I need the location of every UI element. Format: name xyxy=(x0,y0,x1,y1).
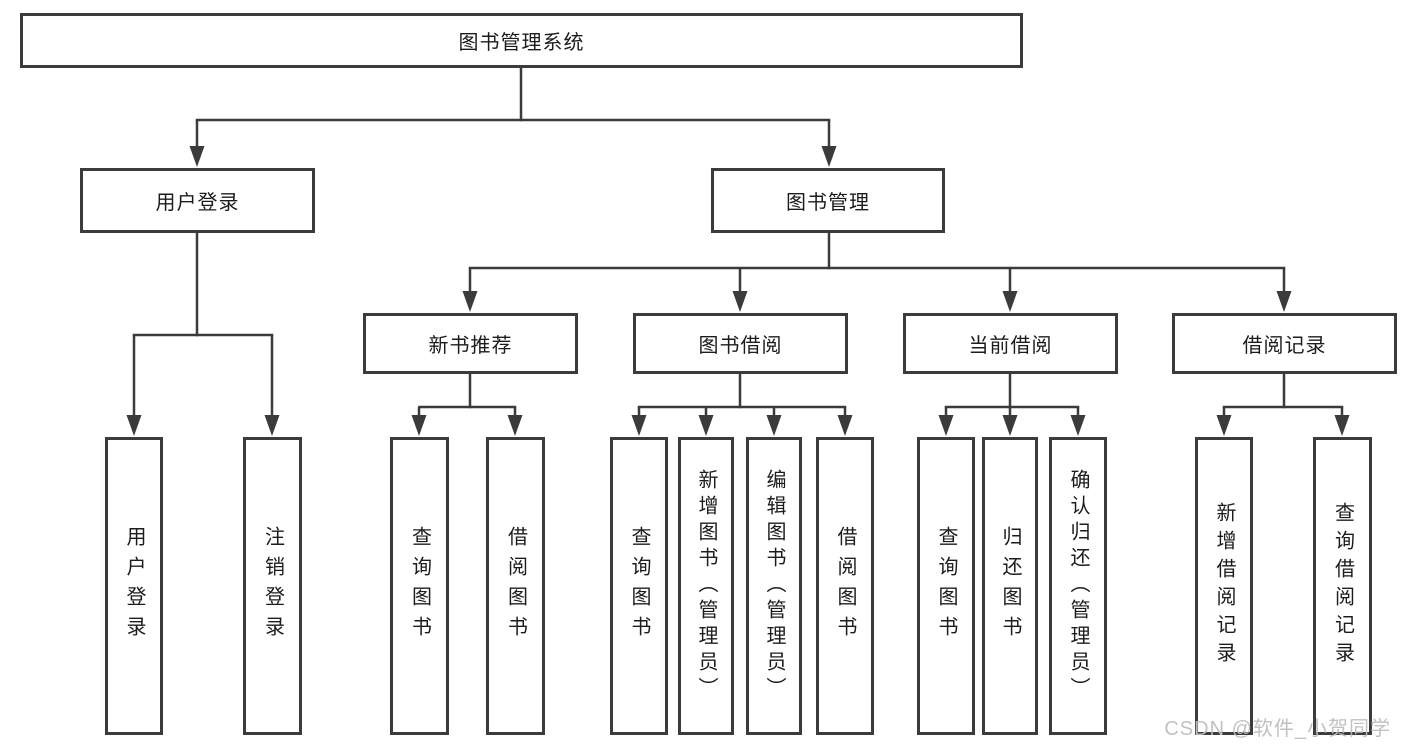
leaf-query-books-recommend: 查询图书 xyxy=(390,437,449,735)
node-new-book-recommendation: 新书推荐 xyxy=(363,313,578,374)
node-label: 图书借阅 xyxy=(698,335,783,357)
node-current-borrowing: 当前借阅 xyxy=(903,313,1118,374)
leaf-user-login: 用户登录 xyxy=(105,437,163,735)
node-label: 借阅记录 xyxy=(1242,335,1327,357)
node-label: 查询图书 xyxy=(628,526,650,646)
node-label: 编辑图书（管理员） xyxy=(763,469,785,703)
node-label: 用户登录 xyxy=(123,526,145,646)
leaf-logout: 注销登录 xyxy=(243,437,302,735)
node-label: 查询图书 xyxy=(935,526,957,646)
node-label: 查询借阅记录 xyxy=(1331,502,1354,670)
node-label: 新书推荐 xyxy=(428,335,513,357)
node-label: 用户登录 xyxy=(155,192,240,214)
leaf-return-book: 归还图书 xyxy=(982,437,1038,735)
node-borrowing-records: 借阅记录 xyxy=(1172,313,1397,374)
leaf-add-book-admin: 新增图书（管理员） xyxy=(678,437,734,735)
node-label: 确认归还（管理员） xyxy=(1067,469,1089,703)
node-label: 图书管理系统 xyxy=(458,32,585,54)
node-label: 注销登录 xyxy=(261,526,284,646)
node-label: 借阅图书 xyxy=(834,526,856,646)
leaf-add-borrow-record: 新增借阅记录 xyxy=(1195,437,1253,735)
node-label: 归还图书 xyxy=(999,526,1021,646)
connector-arrowheads xyxy=(126,146,1350,436)
node-label: 当前借阅 xyxy=(968,335,1053,357)
leaf-query-books-borrowing: 查询图书 xyxy=(610,437,668,735)
node-label: 图书管理 xyxy=(786,192,870,214)
node-label: 新增借阅记录 xyxy=(1213,502,1235,670)
leaf-confirm-return-admin: 确认归还（管理员） xyxy=(1049,437,1107,735)
node-book-management: 图书管理 xyxy=(711,168,945,233)
leaf-query-books-current: 查询图书 xyxy=(917,437,975,735)
node-label: 查询图书 xyxy=(408,526,431,646)
leaf-borrow-books-recommend: 借阅图书 xyxy=(486,437,545,735)
node-label: 借阅图书 xyxy=(504,526,527,646)
node-book-borrowing: 图书借阅 xyxy=(633,313,848,374)
leaf-edit-book-admin: 编辑图书（管理员） xyxy=(746,437,802,735)
node-user-login: 用户登录 xyxy=(80,168,315,233)
connector-strokes xyxy=(132,67,1344,416)
csdn-watermark: CSDN @软件_小贺同学 xyxy=(1164,718,1391,740)
leaf-borrow-books-borrowing: 借阅图书 xyxy=(816,437,874,735)
node-label: 新增图书（管理员） xyxy=(695,469,717,703)
leaf-query-borrow-record: 查询借阅记录 xyxy=(1313,437,1372,735)
node-library-management-system: 图书管理系统 xyxy=(20,13,1023,68)
